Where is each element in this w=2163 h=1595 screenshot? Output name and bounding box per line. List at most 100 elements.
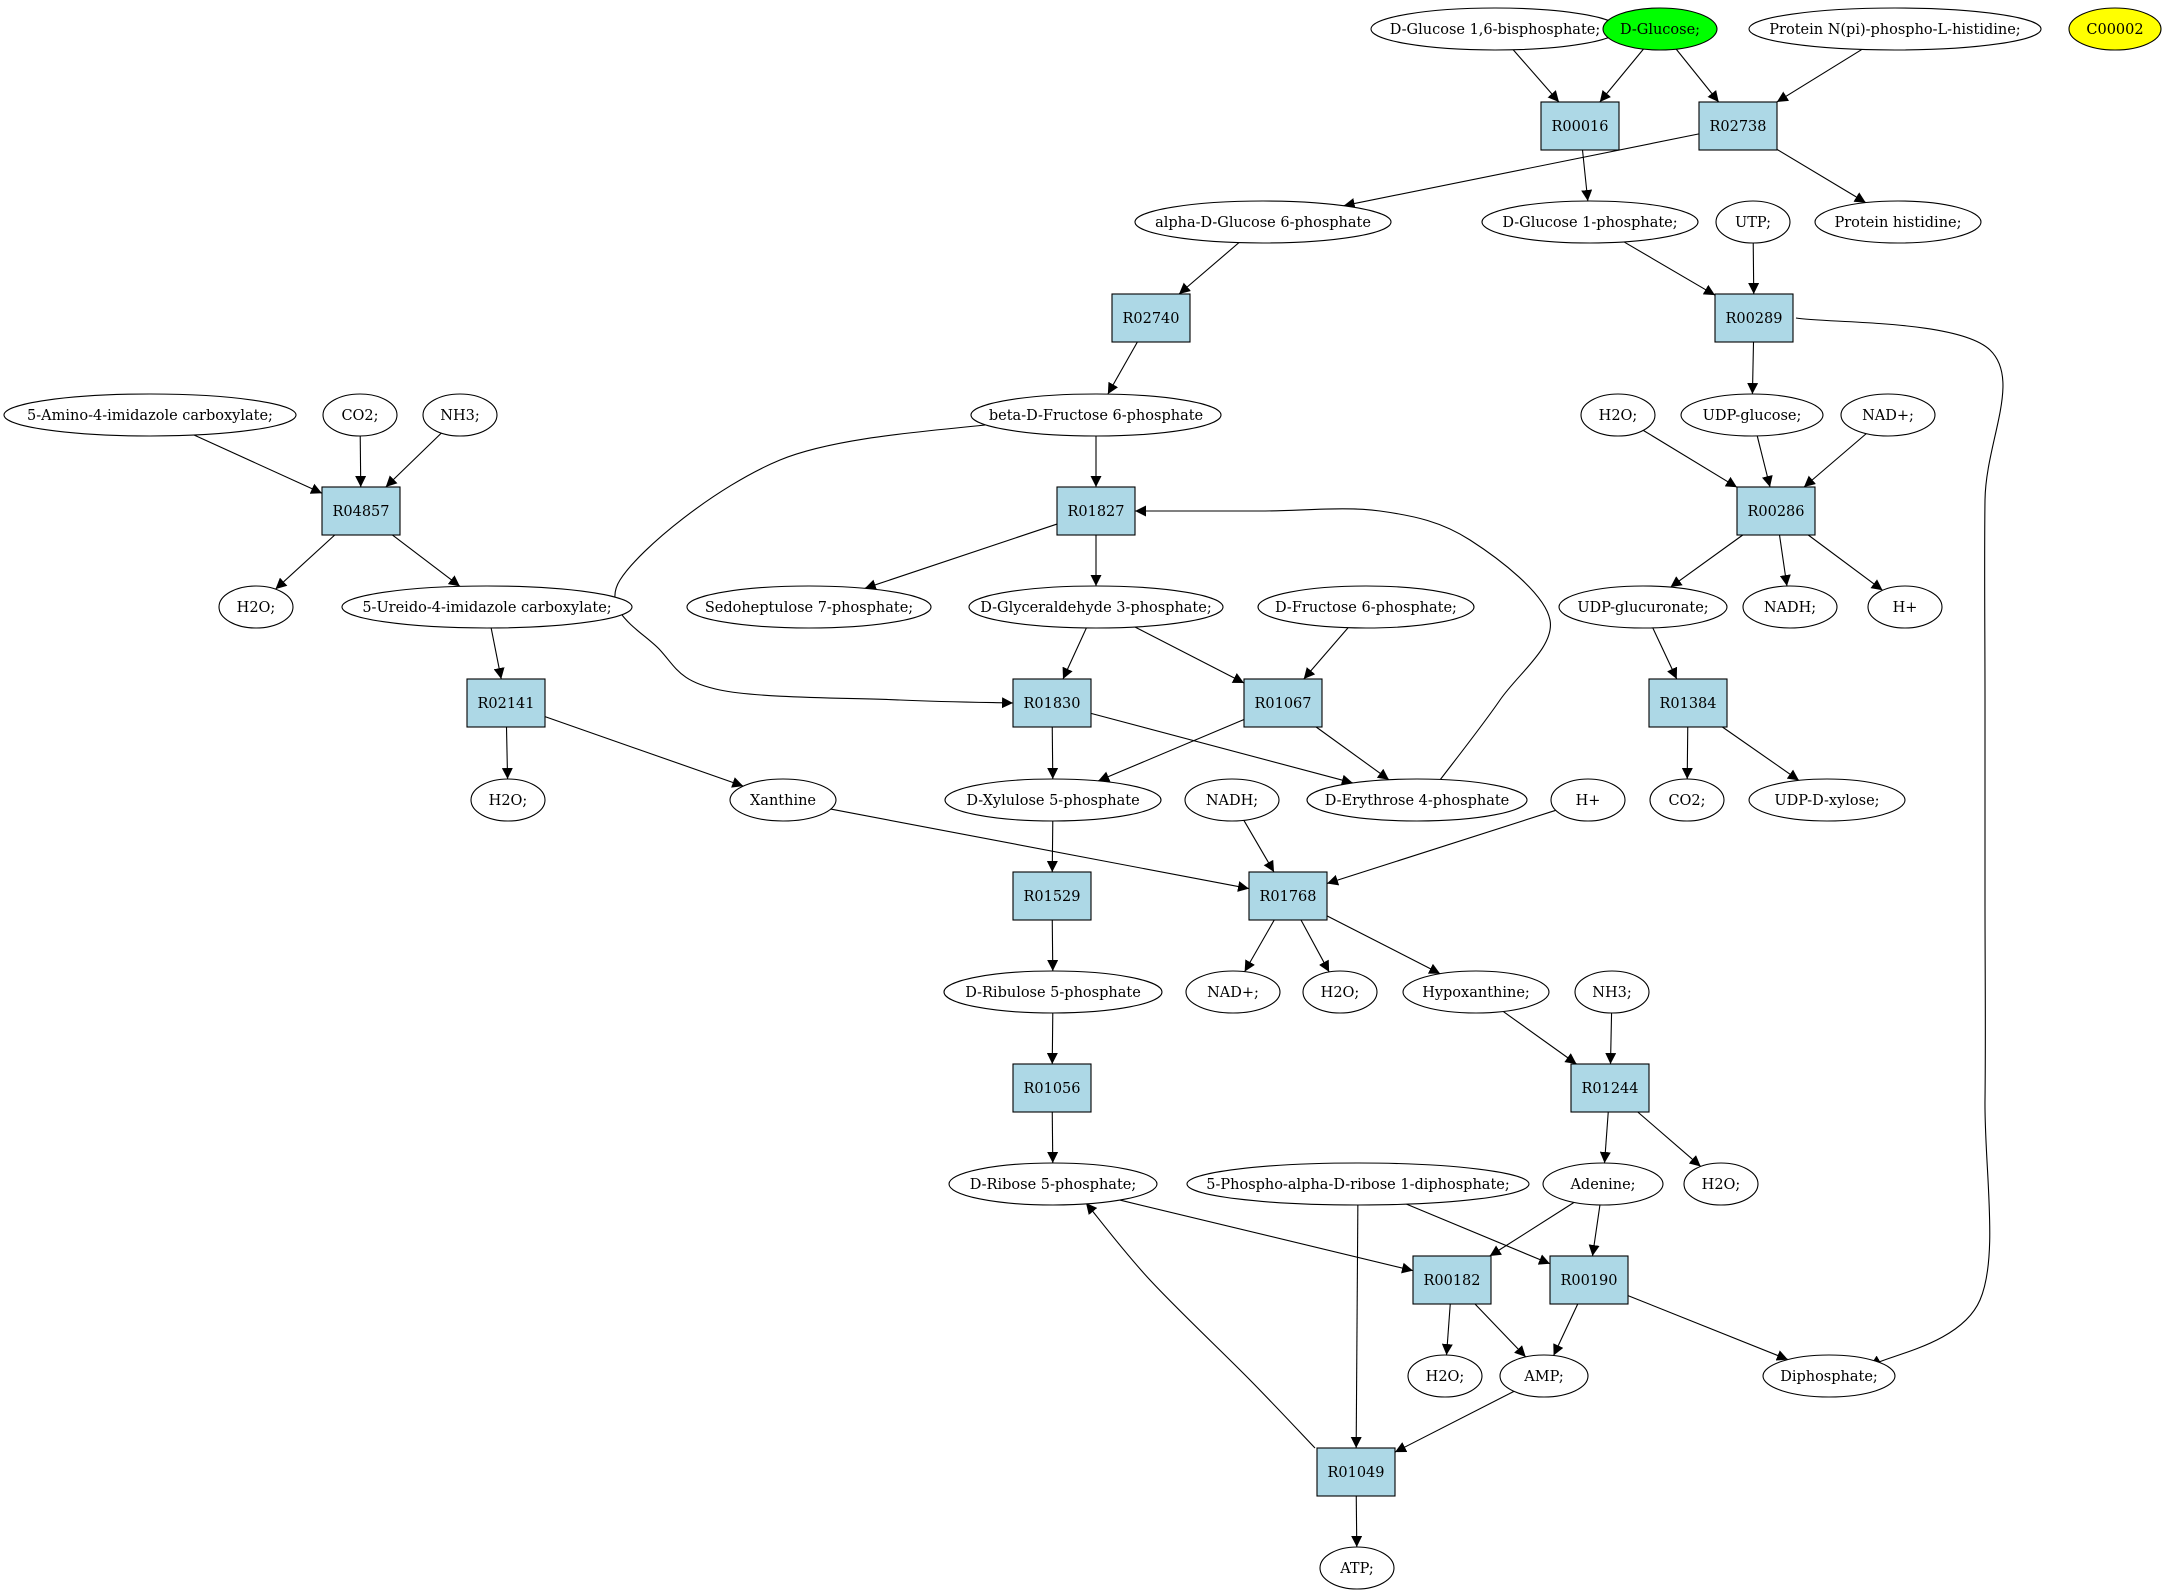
compound-ellipse — [1867, 585, 1943, 629]
edge-r_R01049-to-c_atp — [1351, 1495, 1363, 1548]
node-label: R01384 — [1659, 696, 1716, 712]
reaction-node-r_R00289: R00289 — [1714, 293, 1794, 343]
compound-node-c_nadh2: NADH; — [1184, 778, 1280, 822]
compound-ellipse — [968, 585, 1224, 629]
node-label: 5-Amino-4-imidazole carboxylate; — [27, 408, 273, 424]
edge-r_R02740-to-c_bdf6p — [1107, 341, 1138, 395]
compound-ellipse — [1319, 1546, 1395, 1590]
edge-c_dx5p-to-r_R01529 — [1046, 820, 1058, 873]
compound-ellipse — [470, 778, 546, 822]
edge-c_nh3b-to-r_R01244 — [1605, 1012, 1617, 1065]
compound-ellipse — [1742, 585, 1838, 629]
compound-node-c_s7p: Sedoheptulose 7-phosphate; — [686, 585, 932, 629]
compound-ellipse — [970, 393, 1222, 437]
compound-ellipse — [1715, 200, 1791, 244]
edge-r_R00286-to-c_udpglcu — [1670, 534, 1744, 588]
edge-c_dglucose-to-r_R00016 — [1599, 48, 1644, 103]
compound-ellipse — [1481, 200, 1699, 244]
compound-node-c_hypox: Hypoxanthine; — [1402, 970, 1550, 1014]
edge-c_adenine-to-r_R00182 — [1489, 1201, 1575, 1257]
compound-node-c_amp: AMP; — [1499, 1354, 1589, 1398]
compound-ellipse — [1185, 970, 1281, 1014]
compound-ellipse — [729, 778, 837, 822]
reaction-node-r_R01827: R01827 — [1056, 486, 1136, 536]
compound-node-c_atp: ATP; — [1319, 1546, 1395, 1590]
node-label: H2O; — [237, 600, 276, 616]
node-label: C00002 — [2086, 22, 2143, 38]
edge-r_R01384-to-c_udpxyl — [1722, 726, 1800, 781]
node-label: UDP-glucuronate; — [1577, 600, 1708, 616]
edge-c_uica-to-r_R02141 — [490, 627, 505, 680]
edge-r_R00286-to-c_hp — [1807, 534, 1883, 591]
edge-c_de4p-to-r_R01827 — [1135, 505, 1551, 781]
node-label: R01049 — [1327, 1465, 1384, 1481]
compound-node-c_dg1p: D-Glucose 1-phosphate; — [1481, 200, 1699, 244]
node-label: Protein N(pi)-phospho-L-histidine; — [1769, 22, 2020, 38]
compound-node-c_bdf6p: beta-D-Fructose 6-phosphate — [970, 393, 1222, 437]
compound-node-c_protnpi: Protein N(pi)-phospho-L-histidine; — [1748, 7, 2042, 51]
edge-r_R01056-to-c_drib5p — [1047, 1111, 1059, 1164]
edge-r_R01244-to-c_h2oe — [1637, 1111, 1702, 1167]
reaction-box — [1248, 871, 1328, 921]
edge-r_R02738-to-c_adg6p — [1343, 133, 1700, 209]
reaction-box — [1012, 871, 1092, 921]
node-label: R00190 — [1560, 1273, 1617, 1289]
reaction-box — [1412, 1255, 1492, 1305]
node-label: NH3; — [1592, 985, 1631, 1001]
edge-c_dglucose-to-r_R02738 — [1675, 48, 1720, 103]
compound-node-c_dr5p: D-Ribulose 5-phosphate — [943, 970, 1163, 1014]
reaction-box — [1648, 678, 1728, 728]
node-label: 5-Ureido-4-imidazole carboxylate; — [362, 600, 611, 616]
edge-c_hypox-to-r_R01244 — [1502, 1011, 1577, 1065]
edge-r_R04857-to-c_uica — [392, 534, 461, 587]
compound-node-c_uica: 5-Ureido-4-imidazole carboxylate; — [341, 585, 633, 629]
compound-node-c_h2ob: H2O; — [1580, 393, 1656, 437]
edge-c_co2a-to-r_R04857 — [355, 435, 367, 488]
compound-node-c_prothis: Protein histidine; — [1814, 200, 1982, 244]
node-label: Sedoheptulose 7-phosphate; — [705, 600, 913, 616]
compound-node-c_udpglc: UDP-glucose; — [1680, 393, 1824, 437]
compound-ellipse — [3, 393, 297, 437]
edge-r_R01768-to-c_h2od — [1300, 919, 1330, 973]
compound-node-c_utp: UTP; — [1715, 200, 1791, 244]
reaction-node-r_R01049: R01049 — [1316, 1447, 1396, 1497]
edge-c_bdf6p-to-r_R01830 — [614, 422, 1014, 709]
compound-node-c_dg16bp: D-Glucose 1,6-bisphosphate; — [1370, 7, 1620, 51]
edge-r_R01049-to-c_drib5p — [1085, 1202, 1316, 1449]
edge-c_prpp-to-r_R01049 — [1350, 1204, 1362, 1449]
node-label: beta-D-Fructose 6-phosphate — [989, 408, 1203, 424]
edge-c_adenine-to-r_R00190 — [1588, 1204, 1601, 1257]
node-label: R01244 — [1581, 1081, 1638, 1097]
node-label: H2O; — [1702, 1177, 1741, 1193]
node-label: R01067 — [1254, 696, 1311, 712]
compound-node-c_dx5p: D-Xylulose 5-phosphate — [944, 778, 1162, 822]
node-label: NADH; — [1206, 793, 1258, 809]
compound-node-c_drib5p: D-Ribose 5-phosphate; — [948, 1162, 1158, 1206]
compound-ellipse — [948, 1162, 1158, 1206]
edge-c_udpglcu-to-r_R01384 — [1652, 627, 1678, 680]
edge-c_utp-to-r_R00289 — [1748, 242, 1760, 295]
compound-node-c_hp2: H+ — [1550, 778, 1626, 822]
node-label: H+ — [1893, 600, 1918, 616]
node-label: CO2; — [1668, 793, 1705, 809]
node-label: NADH; — [1764, 600, 1816, 616]
compound-node-c_df6p: D-Fructose 6-phosphate; — [1257, 585, 1475, 629]
reaction-node-r_R01529: R01529 — [1012, 871, 1092, 921]
reaction-node-r_R01384: R01384 — [1648, 678, 1728, 728]
edge-c_nadh2-to-r_R01768 — [1243, 820, 1275, 873]
edge-r_R01830-to-c_dx5p — [1047, 726, 1059, 780]
edge-r_R00182-to-c_h2of — [1441, 1303, 1453, 1356]
compound-node-c_nadp2: NAD+; — [1185, 970, 1281, 1014]
edge-r_R01529-to-c_dr5p — [1047, 919, 1059, 972]
compound-node-c_aica: 5-Amino-4-imidazole carboxylate; — [3, 393, 297, 437]
compound-node-c_adg6p: alpha-D-Glucose 6-phosphate — [1134, 200, 1392, 244]
reaction-box — [1570, 1063, 1650, 1113]
compound-ellipse — [943, 970, 1163, 1014]
node-label: R02141 — [477, 696, 534, 712]
node-label: D-Glucose 1,6-bisphosphate; — [1390, 22, 1601, 38]
node-label: D-Erythrose 4-phosphate — [1325, 793, 1510, 809]
edge-c_df6p-to-r_R01067 — [1303, 627, 1349, 680]
node-label: alpha-D-Glucose 6-phosphate — [1155, 215, 1371, 231]
reaction-node-r_R01244: R01244 — [1570, 1063, 1650, 1113]
reaction-node-r_R01830: R01830 — [1012, 678, 1092, 728]
